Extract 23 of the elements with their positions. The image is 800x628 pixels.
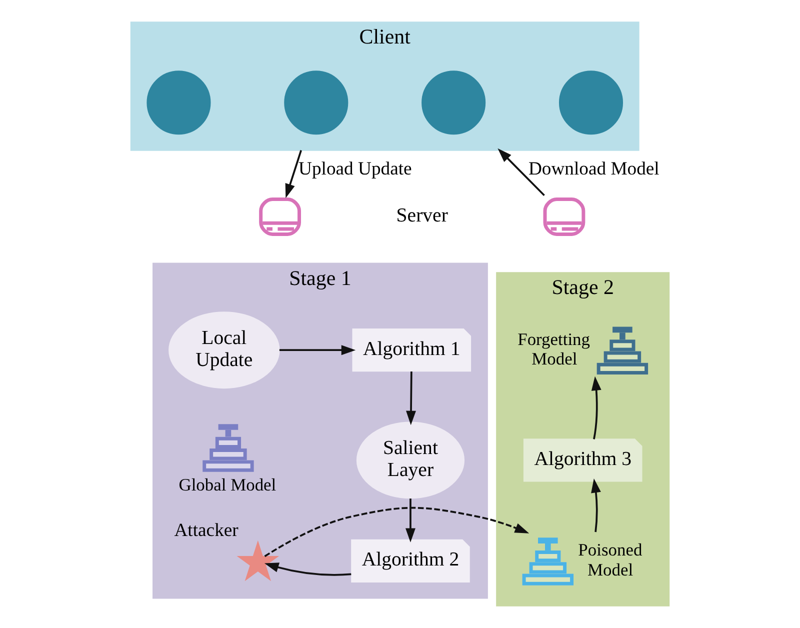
edge-label: Download Model	[528, 158, 660, 180]
arrow	[264, 506, 530, 558]
edge-label: Upload Update	[298, 158, 412, 180]
arrow	[498, 148, 545, 196]
arrow	[285, 150, 302, 198]
arrow	[279, 345, 356, 356]
node-circle	[422, 70, 486, 135]
cluster: Client	[130, 22, 640, 151]
arrow	[406, 498, 416, 542]
node-label: Attacker	[174, 520, 238, 542]
arrow	[591, 478, 601, 532]
node-circle	[146, 70, 211, 135]
label: Server	[396, 204, 448, 226]
node-ellipse: Local Update	[168, 312, 280, 389]
node-label: Poisoned Model	[578, 540, 642, 580]
arrow	[406, 372, 416, 426]
node-label: Global Model	[178, 474, 276, 494]
node-circle	[558, 70, 624, 135]
arrow	[591, 376, 602, 440]
node-ellipse: Salient Layer	[356, 422, 465, 499]
arrow	[264, 562, 352, 576]
node-circle	[284, 70, 348, 135]
node-label: Forgetting Model	[518, 328, 590, 369]
